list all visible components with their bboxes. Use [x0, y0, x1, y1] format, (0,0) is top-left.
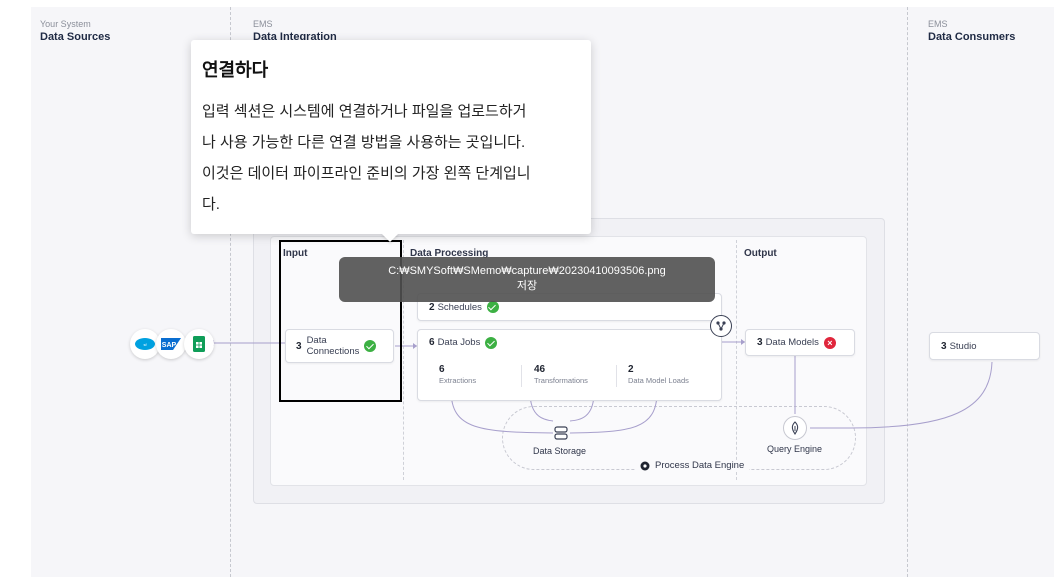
tooltip-body-line: 입력 섹션은 시스템에 연결하거나 파일을 업로드하거 — [202, 103, 527, 120]
section-label-output: Output — [744, 248, 777, 259]
process-data-engine-tag: Process Data Engine — [635, 460, 750, 471]
tooltip-body-line: 이것은 데이터 파이프라인 준비의 가장 왼쪽 단계입니 — [202, 165, 531, 182]
query-engine-label: Query Engine — [767, 444, 823, 454]
node-label-line: Connections — [306, 346, 360, 357]
engine-icon — [640, 461, 650, 470]
svg-text:sf: sf — [143, 342, 147, 347]
data-models-node[interactable]: 3 Data Models × — [745, 329, 855, 356]
tooltip-title: 연결하다 — [202, 60, 269, 80]
status-ok-icon — [485, 337, 498, 349]
google-sheets-icon[interactable] — [184, 329, 214, 359]
stat-label: Extractions — [439, 376, 477, 385]
node-label: Data Models — [765, 337, 819, 348]
svg-text:SAP: SAP — [162, 342, 177, 349]
stat-extractions[interactable]: 6 Extractions — [439, 364, 476, 386]
column-header-sources: Your System Data Sources — [40, 19, 110, 44]
node-count: 3 — [941, 340, 947, 352]
node-label: Studio — [949, 340, 977, 352]
column-header-small: EMS — [253, 19, 273, 29]
query-engine-icon[interactable] — [783, 416, 807, 440]
status-ok-icon — [486, 301, 499, 313]
status-error-icon: × — [823, 336, 836, 349]
stat-label: Transformations — [534, 376, 588, 385]
column-header-small: EMS — [928, 19, 948, 29]
toast-path: C:₩SMYSoft₩SMemo₩capture₩20230410093506.… — [388, 265, 666, 277]
stat-label: Data Model Loads — [628, 376, 689, 385]
stat-data-model-loads[interactable]: 2 Data Model Loads — [628, 364, 689, 386]
column-header-title: Data Sources — [40, 31, 111, 43]
tooltip-body-line: 나 사용 가능한 다른 연결 방법을 사용하는 곳입니다. — [202, 134, 526, 151]
data-connections-node[interactable]: 3 Data Connections — [285, 329, 394, 363]
section-divider — [403, 240, 404, 480]
tour-tooltip: 연결하다 입력 섹션은 시스템에 연결하거나 파일을 업로드하거 나 사용 가능… — [191, 40, 591, 234]
stat-value: 6 — [439, 364, 445, 375]
section-label-input: Input — [283, 248, 308, 259]
section-divider — [736, 240, 737, 480]
data-storage-label: Data Storage — [533, 446, 587, 456]
node-count: 6 — [429, 337, 435, 348]
studio-node[interactable]: 3 Studio — [929, 332, 1040, 360]
column-divider — [907, 7, 908, 577]
tooltip-body: 입력 섹션은 시스템에 연결하거나 파일을 업로드하거 나 사용 가능한 다른 … — [202, 96, 579, 220]
stat-value: 46 — [534, 364, 546, 375]
salesforce-icon[interactable]: sf — [130, 329, 160, 359]
node-label-line: Data — [306, 335, 327, 346]
stat-value: 2 — [628, 364, 634, 375]
data-jobs-node[interactable]: 6 Data Jobs — [417, 329, 722, 401]
column-header-small: Your System — [40, 19, 91, 29]
stat-divider — [616, 365, 617, 387]
node-label: Data Connections — [307, 335, 360, 357]
toast-status: 저장 — [516, 280, 538, 292]
stat-transformations[interactable]: 46 Transformations — [534, 364, 588, 386]
save-toast: C:₩SMYSoft₩SMemo₩capture₩20230410093506.… — [339, 257, 715, 302]
node-count: 2 — [429, 301, 435, 313]
column-header-title: Data Consumers — [928, 31, 1016, 43]
tooltip-arrow — [381, 233, 399, 242]
share-icon[interactable] — [710, 315, 732, 337]
tour-highlight-frame — [279, 240, 402, 402]
section-label-processing: Data Processing — [410, 248, 489, 259]
tooltip-body-line: 다. — [202, 196, 220, 213]
column-header-consumers: EMS Data Consumers — [928, 19, 1015, 44]
process-data-engine-label: Process Data Engine — [655, 460, 745, 471]
node-label: Schedules — [437, 301, 482, 313]
database-icon[interactable] — [553, 425, 569, 441]
node-count: 3 — [296, 340, 302, 352]
node-label: Data Jobs — [437, 337, 481, 348]
stat-divider — [521, 365, 522, 387]
status-ok-icon — [364, 340, 377, 352]
node-count: 3 — [757, 337, 763, 348]
column-divider — [230, 7, 231, 577]
sap-icon[interactable]: SAP — [156, 329, 186, 359]
